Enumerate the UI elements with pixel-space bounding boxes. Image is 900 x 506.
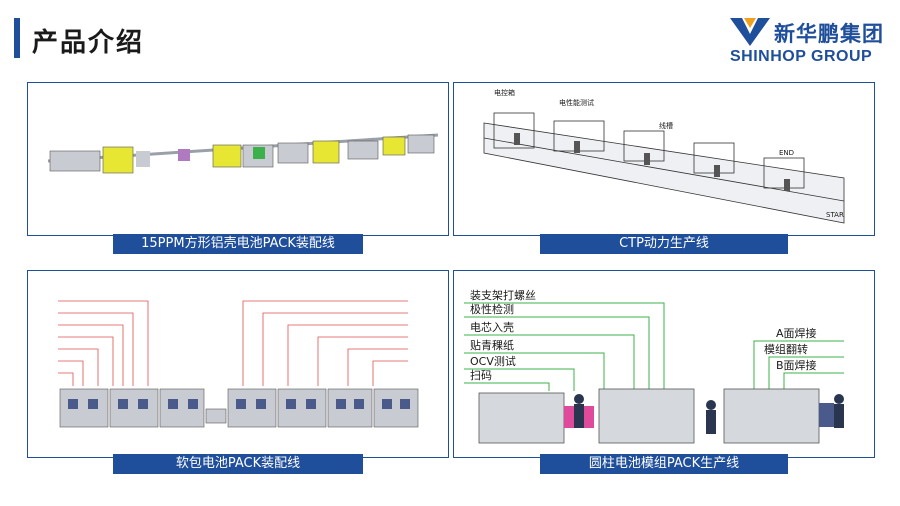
cyl-label-bracket-screw: 装支架打螺丝 bbox=[470, 288, 536, 302]
logo-english-name: SHINHOP GROUP bbox=[730, 48, 873, 65]
panel-caption: CTP动力生产线 bbox=[540, 234, 788, 254]
cyl-label-barley-paper: 贴青稞纸 bbox=[470, 338, 514, 352]
square-cell-line-illustration bbox=[47, 133, 439, 174]
ctp-label-electrical-test: 电性能测试 bbox=[559, 98, 594, 107]
panel-caption: 软包电池PACK装配线 bbox=[113, 454, 363, 474]
cyl-label-scan-code: 扫码 bbox=[470, 369, 492, 382]
page-title: 产品介绍 bbox=[32, 28, 145, 58]
logo-mark-icon bbox=[730, 18, 770, 46]
panel-caption: 圆柱电池模组PACK生产线 bbox=[540, 454, 788, 474]
ctp-label-wire-trough: 线槽 bbox=[659, 121, 673, 130]
panel-caption: 15PPM方形铝壳电池PACK装配线 bbox=[113, 234, 363, 254]
cyl-label-ocv-test: OCV测试 bbox=[470, 355, 516, 368]
company-logo: 新华鹏集团 SHINHOP GROUP bbox=[730, 18, 890, 66]
ctp-label-end: END bbox=[779, 149, 794, 157]
cyl-label-polarity-check: 极性检测 bbox=[470, 302, 514, 316]
logo-chinese-name: 新华鹏集团 bbox=[774, 22, 884, 46]
cylindrical-module-line-illustration: 装支架打螺丝 极性检测 电芯入壳 贴青稞纸 OCV测试 扫码 A面焊接 模组翻转… bbox=[464, 288, 844, 444]
pouch-cell-line-illustration bbox=[58, 300, 419, 428]
ctp-line-illustration: 电控箱 电性能测试 线槽 END STAR bbox=[483, 88, 845, 224]
panel-cylindrical-module-line: 装支架打螺丝 极性检测 电芯入壳 贴青稞纸 OCV测试 扫码 A面焊接 模组翻转… bbox=[453, 270, 875, 474]
ctp-label-start: STAR bbox=[826, 211, 844, 219]
cyl-label-b-side-weld: B面焊接 bbox=[776, 358, 817, 372]
panel-pouch-cell-line: 软包电池PACK装配线 bbox=[27, 270, 449, 474]
ctp-label-control-box: 电控箱 bbox=[494, 88, 515, 97]
cyl-label-a-side-weld: A面焊接 bbox=[776, 326, 817, 340]
panel-square-cell-line: 15PPM方形铝壳电池PACK装配线 bbox=[27, 82, 449, 254]
cyl-label-cell-insert: 电芯入壳 bbox=[470, 320, 514, 334]
title-accent-bar bbox=[14, 18, 20, 58]
cyl-label-module-flip: 模组翻转 bbox=[764, 342, 808, 356]
panel-ctp-line: 电控箱 电性能测试 线槽 END STAR CTP动力生产线 bbox=[453, 82, 875, 254]
